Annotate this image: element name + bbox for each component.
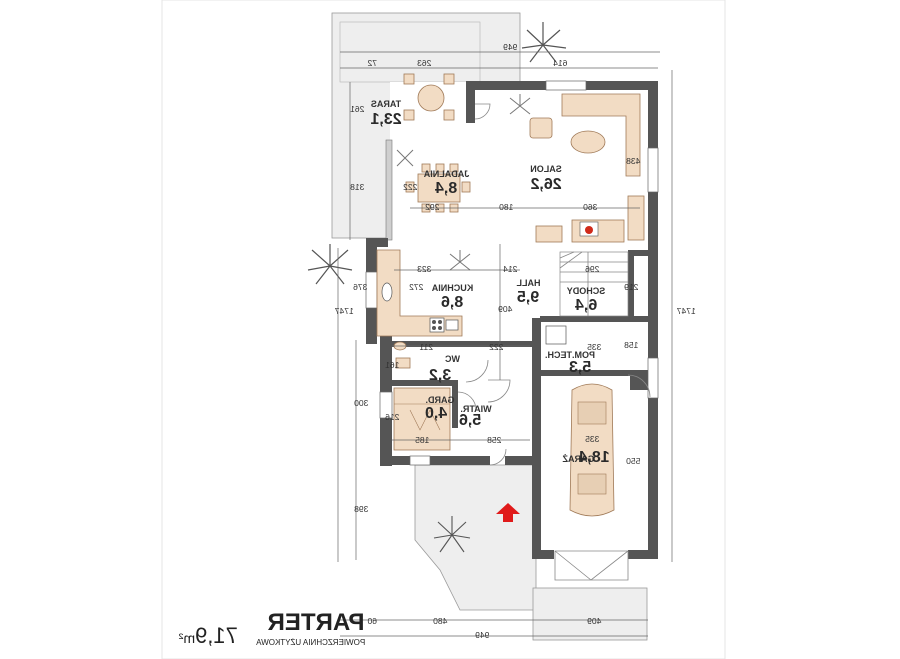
room-area: 4,0 [425, 405, 447, 422]
title-block: PARTER POWIERZCHNIA UŻYTKOWA 71,9m² [178, 609, 365, 648]
dim-label: 398 [354, 504, 368, 514]
room-label-wiatr: WIATR. 5,6 [459, 404, 492, 429]
room-label-salon: SALON 26,2 [530, 164, 562, 193]
dimension-lines [337, 51, 673, 637]
dim-label: 272 [409, 282, 423, 292]
dim-label: 614 [553, 58, 567, 68]
dim-label: 211 [419, 342, 433, 352]
dim-label: 335 [585, 434, 599, 444]
dim-label: 296 [585, 264, 599, 274]
dim-label: 158 [624, 340, 638, 350]
room-name: WC [445, 354, 460, 364]
dim-label: 949 [503, 42, 517, 52]
plan-subtitle: POWIERZCHNIA UŻYTKOWA [255, 638, 365, 647]
dim-label: 180 [499, 202, 513, 212]
room-label-garaz: GARAŻ 18,4 [562, 449, 610, 466]
room-name: TARAS [371, 99, 401, 109]
room-label-jadalnia: JADALNIA 8,4 [423, 169, 469, 197]
room-name: HALL [516, 278, 540, 288]
room-area: 26,2 [530, 176, 561, 193]
room-area: 3,2 [429, 367, 451, 384]
dim-label: 550 [626, 456, 640, 466]
room-labels: TARAS 23,1 SALON 26,2 JADALNIA 8,4 KUCHN… [370, 99, 609, 466]
dim-label: 263 [417, 58, 431, 68]
room-name: SCHODY [567, 286, 606, 296]
dim-label: 376 [353, 282, 367, 292]
plant-icon [521, 22, 567, 63]
total-area-value: 71,9 [195, 623, 238, 648]
dim-label: 300 [354, 398, 368, 408]
dim-label: 409 [498, 304, 512, 314]
dim-label: 258 [487, 435, 501, 445]
room-area: 6,4 [575, 297, 597, 314]
room-label-hall: HALL 9,5 [516, 278, 540, 306]
room-name: WIATR. [460, 404, 491, 414]
plant-icon [307, 244, 353, 285]
plant-icon [433, 516, 471, 553]
dim-label: 409 [587, 616, 601, 626]
room-area: 8,4 [435, 180, 457, 197]
plant-icon [396, 94, 531, 271]
dim-label: 219 [624, 282, 638, 292]
dim-label: 949 [475, 630, 489, 640]
dim-label: 261 [350, 104, 364, 114]
windows [365, 80, 659, 466]
dim-label: 214 [503, 264, 517, 274]
dim-label: 323 [417, 264, 431, 274]
room-name: KUCHNIA [431, 283, 473, 293]
room-name: SALON [530, 164, 562, 174]
plan-title: PARTER [268, 609, 365, 636]
room-name: JADALNIA [423, 169, 469, 179]
room-area: 5,6 [459, 412, 481, 429]
dim-label: 60 [367, 616, 377, 626]
dim-label: 161 [385, 360, 399, 370]
dimension-labels: 949 614 72 263 261 318 1747 1747 438 360… [335, 42, 696, 640]
room-area: 5,3 [569, 359, 591, 376]
dim-label: 335 [587, 342, 601, 352]
dim-label: 222 [403, 182, 417, 192]
dim-label: 292 [425, 202, 439, 212]
dim-label: 222 [489, 342, 503, 352]
total-area-unit: m² [178, 630, 195, 646]
dim-label: 360 [583, 202, 597, 212]
room-area: 23,1 [370, 111, 401, 128]
dim-label: 438 [626, 156, 640, 166]
room-label-schody: SCHODY 6,4 [567, 286, 606, 314]
dim-label: 72 [367, 58, 377, 68]
room-name: POM.TECH. [545, 350, 595, 360]
room-name: GARAŻ [562, 454, 594, 464]
dim-label: 185 [415, 435, 429, 445]
furniture [376, 73, 645, 517]
dim-label: 480 [433, 616, 447, 626]
total-area: 71,9m² [178, 623, 237, 648]
room-name: GARD. [426, 395, 455, 405]
dim-label: 1747 [677, 306, 696, 316]
plants [307, 22, 567, 553]
dim-label: 318 [350, 182, 364, 192]
room-area: 9,5 [517, 289, 539, 306]
dim-label: 216 [385, 412, 399, 422]
room-label-pomtech: POM.TECH. 5,3 [545, 350, 595, 376]
entrance-arrow-icon [496, 503, 520, 522]
room-area: 18,4 [578, 449, 609, 466]
doors [457, 103, 651, 581]
staircase [559, 251, 629, 317]
room-label-kuchnia: KUCHNIA 8,6 [431, 283, 473, 311]
room-label-wc: WC 3,2 [429, 354, 460, 384]
room-area: 8,6 [441, 294, 463, 311]
dim-label: 1747 [335, 306, 354, 316]
svg-text:71,9m²: 71,9m² [178, 623, 237, 648]
room-label-gard: GARD. 4,0 [425, 395, 455, 422]
room-label-taras: TARAS 23,1 [370, 99, 401, 128]
